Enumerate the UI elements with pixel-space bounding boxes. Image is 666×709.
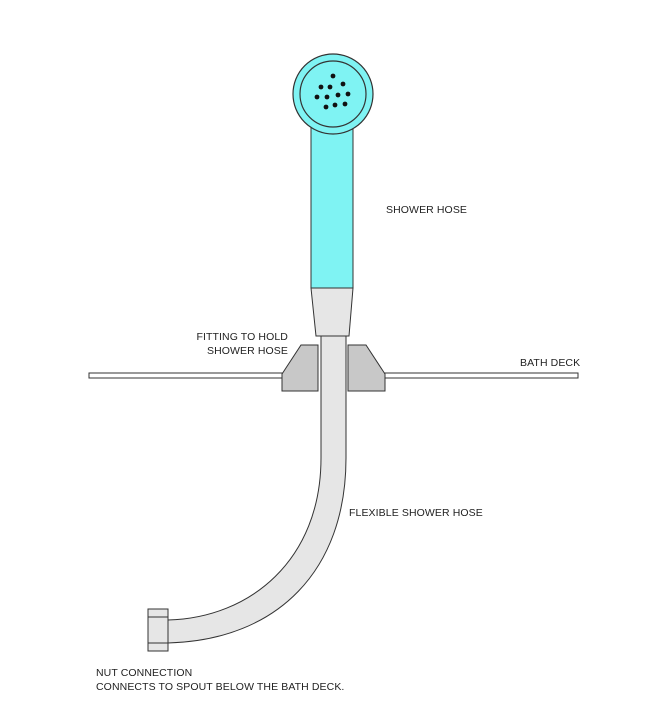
nut-connection: [147, 608, 169, 652]
bath-deck-right: [365, 372, 579, 379]
nozzle-hole: [327, 84, 333, 90]
label-nut-connection: NUT CONNECTION: [96, 667, 193, 679]
label-flexible-hose: FLEXIBLE SHOWER HOSE: [349, 507, 483, 519]
label-bath-deck: BATH DECK: [520, 357, 581, 369]
label-shower-hose: SHOWER HOSE: [386, 204, 468, 216]
flexible-hose: [167, 335, 347, 644]
nozzle-hole: [318, 84, 324, 90]
nozzle-hole: [342, 101, 348, 107]
bath-deck-left: [88, 372, 309, 379]
nozzle-hole: [340, 81, 346, 87]
handset-handle: [310, 119, 354, 289]
label-fitting-line1: FITTING TO HOLD: [196, 331, 288, 343]
nozzle-holes: [314, 73, 351, 110]
fitting-right: [347, 344, 386, 392]
shower-head-inner: [299, 60, 367, 128]
nozzle-hole: [330, 73, 336, 79]
nozzle-hole: [335, 92, 341, 98]
nozzle-hole: [332, 102, 338, 108]
fitting-left: [281, 344, 319, 392]
nozzle-hole: [323, 104, 329, 110]
hose-connector: [310, 287, 354, 337]
label-fitting-line2: SHOWER HOSE: [206, 345, 288, 357]
label-nut-connects: CONNECTS TO SPOUT BELOW THE BATH DECK.: [96, 681, 345, 693]
nozzle-hole: [345, 91, 351, 97]
nozzle-hole: [314, 94, 320, 100]
nozzle-hole: [324, 94, 330, 100]
